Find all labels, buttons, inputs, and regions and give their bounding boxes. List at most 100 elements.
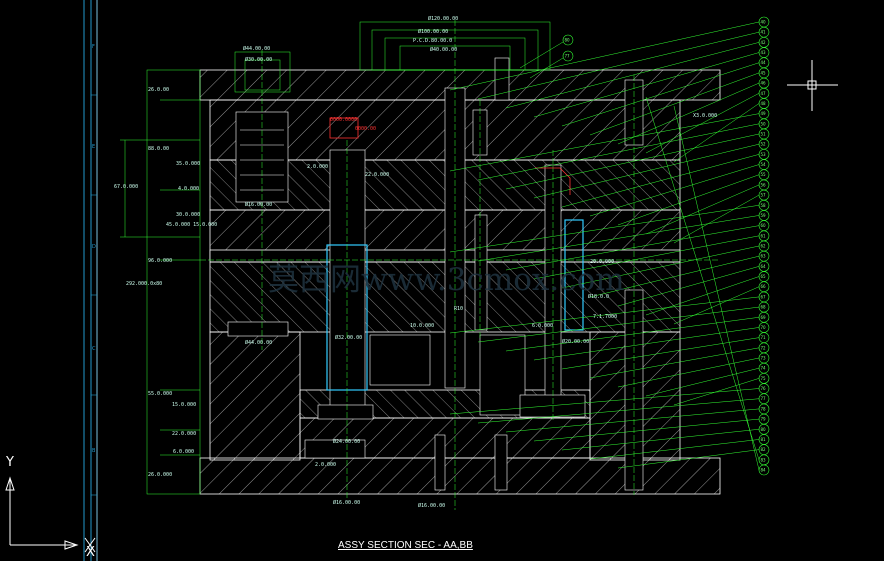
balloon-label: 48	[761, 101, 767, 106]
balloon-label: 41	[761, 30, 767, 35]
leader-line	[645, 367, 760, 397]
leader-line	[589, 255, 760, 298]
leader-line	[533, 143, 760, 199]
leader-line	[449, 205, 760, 253]
watermark-text: 莫西网www.3cmox.com	[268, 262, 625, 298]
spacer-block-left	[209, 331, 301, 461]
row-label: D	[92, 244, 96, 250]
drawing-frame	[83, 0, 98, 561]
balloon-label: 51	[761, 132, 767, 137]
dim-text: 2.0.000	[307, 164, 328, 170]
leader-line	[645, 184, 760, 235]
leader-line	[505, 408, 760, 433]
dim-text: 22.0.000	[365, 172, 389, 178]
dim-text: 2.0.000	[315, 462, 336, 468]
leader-line	[449, 296, 760, 334]
dim-text: 4.0.000	[178, 186, 199, 192]
balloon-label: 68	[761, 305, 767, 310]
leader-line	[533, 418, 760, 442]
balloon-label: 67	[761, 294, 767, 299]
top-dimensions: Ø120.00.00 Ø100.00.00 P.C.D.80.00.0 Ø40.…	[413, 15, 458, 53]
leader-line	[673, 103, 760, 163]
balloon-label: 53	[761, 152, 767, 157]
red-dim-text: 0000.00	[355, 126, 376, 132]
leader-line	[477, 123, 760, 181]
part-balloons: 4041424344454647484950515253545556575859…	[758, 16, 770, 476]
leader-line	[561, 245, 760, 289]
dim-text: 26.0.00	[148, 87, 169, 93]
balloon-label: 62	[761, 244, 767, 249]
dim-text: Ø120.00.00	[428, 15, 458, 22]
balloon-label: 47	[761, 91, 767, 96]
dim-text: 88.0.00	[148, 146, 169, 152]
balloon-label: 43	[761, 50, 767, 55]
dim-text: Ø32.00.00	[335, 334, 362, 341]
balloon-label: 77	[565, 54, 571, 59]
row-label: F	[92, 44, 95, 50]
leader-line	[617, 266, 760, 307]
dim-text: Ø18.0.0	[588, 293, 609, 300]
dimension-lines	[120, 21, 551, 495]
leader-line	[645, 276, 760, 316]
dim-text: 55.0.000	[148, 391, 172, 397]
balloon-label: 83	[761, 457, 767, 462]
balloon-label: 77	[761, 396, 767, 401]
balloon-label: 40	[761, 20, 767, 25]
balloon-label: 50	[761, 121, 767, 126]
balloon-label: 63	[761, 254, 767, 259]
leader-line	[673, 194, 760, 244]
balloon-label: 61	[761, 233, 767, 238]
leader-line	[673, 105, 760, 471]
leader-line	[477, 398, 760, 424]
leader-line	[617, 357, 760, 388]
leader-line	[617, 82, 760, 145]
dim-text: Ø100.00.00	[418, 28, 448, 35]
dim-text: 30.0.000	[176, 212, 200, 218]
dim-text: 292.000.0x80	[126, 281, 162, 287]
balloon-label: 78	[761, 406, 767, 411]
balloon-label: 72	[761, 345, 767, 350]
balloon-label: 79	[761, 417, 767, 422]
balloon-label: 80	[761, 427, 767, 432]
balloon-label: 76	[761, 386, 767, 391]
balloon-label: 55	[761, 172, 767, 177]
row-labels: F E D C B	[92, 44, 96, 454]
balloon-label: 84	[761, 468, 767, 473]
guide-pin	[329, 149, 366, 416]
leader-line	[561, 154, 760, 208]
leader-line	[449, 21, 760, 91]
row-label: C	[92, 346, 96, 352]
leader-line	[449, 113, 760, 172]
dim-text: 96.0.000	[148, 258, 172, 264]
leader-line	[449, 388, 760, 415]
dim-text: 22.0.000	[172, 431, 196, 437]
balloon-label: 73	[761, 356, 767, 361]
dim-text: Ø16.00.00	[333, 499, 360, 506]
mold-assembly	[199, 20, 721, 510]
leader-line	[589, 164, 760, 217]
leader-line	[505, 225, 760, 271]
leader-line	[533, 235, 760, 280]
red-dim-text: 0000.0000	[330, 117, 357, 123]
dim-text: Ø40.00.00	[430, 46, 457, 53]
axis-x-label: X	[86, 545, 95, 560]
balloon-label: 42	[761, 40, 767, 45]
leader-line	[533, 52, 760, 118]
dim-text: 15.0.000	[172, 402, 196, 408]
balloon-label: 74	[761, 366, 767, 371]
leader-line	[477, 306, 760, 343]
balloon-label: 45	[761, 70, 767, 75]
red-annotations: 0000.0000 0000.00	[330, 117, 376, 132]
crosshair-cursor-icon	[787, 60, 838, 111]
balloon-label: 64	[761, 264, 767, 269]
drawing-title: ASSY SECTION SEC - AA,BB	[338, 540, 473, 551]
dim-text: 20.0.000	[590, 259, 614, 265]
balloon-label: 81	[761, 437, 767, 442]
dimension-texts: Ø44.00.00 Ø30.00.00 26.0.00 88.0.00 35.0…	[114, 45, 717, 509]
dim-text: X3.0.000	[693, 113, 717, 119]
leader-line	[477, 215, 760, 262]
dim-text: R10	[454, 306, 463, 312]
dim-text: Ø44.00.00	[243, 45, 270, 52]
leader-line	[505, 133, 760, 190]
